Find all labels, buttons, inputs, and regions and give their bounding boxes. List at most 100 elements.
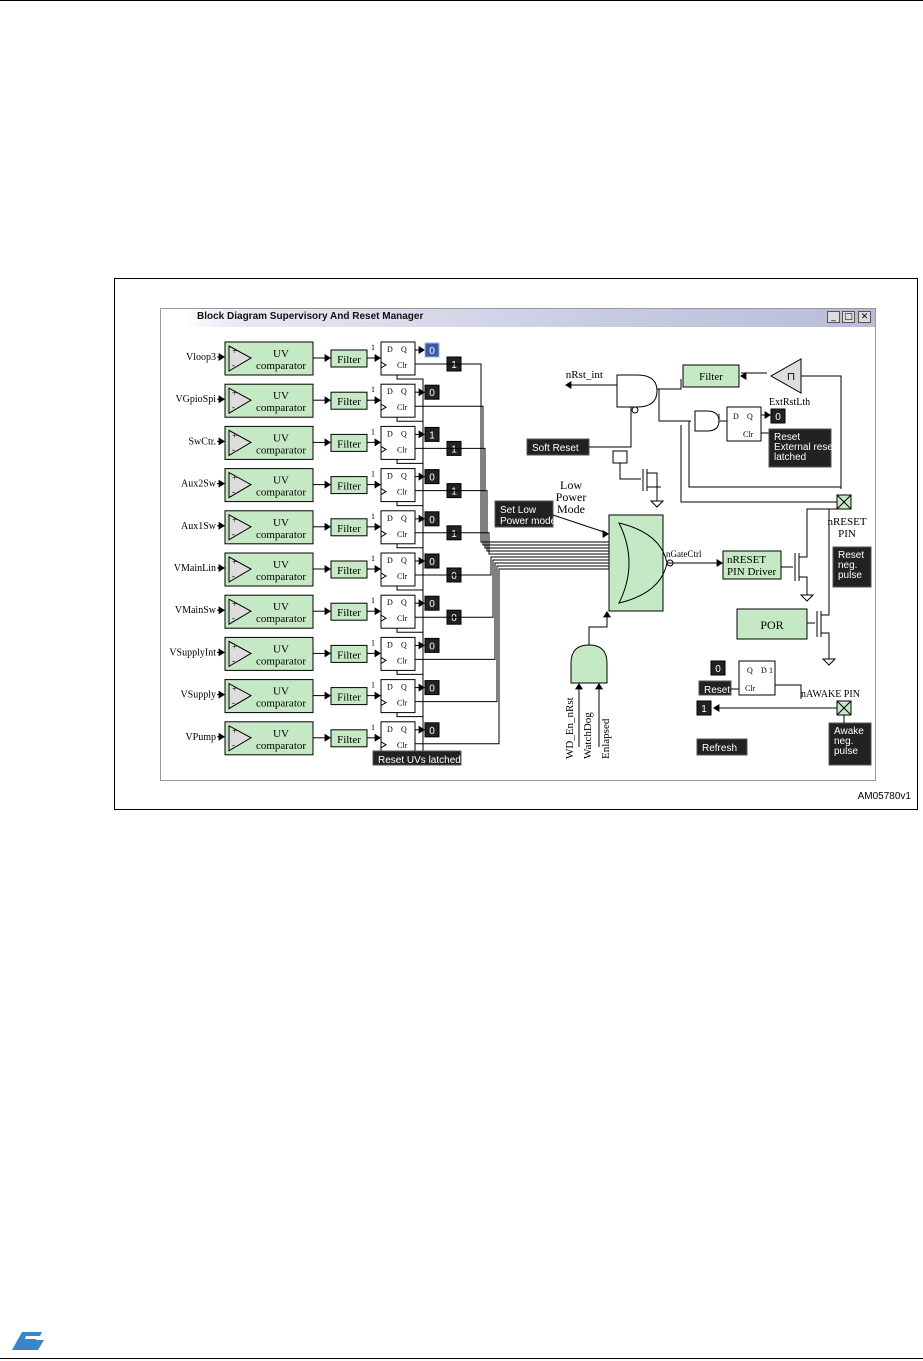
comparator-triangle-icon [228,387,253,415]
bus-wire [415,562,609,660]
nrst-int-label: nRst_int [566,369,603,381]
awake-neg-pulse-button-label[interactable]: pulse [834,746,858,757]
q-value-box [424,511,440,527]
arrow-head [374,733,381,742]
and-gate-icon [616,374,658,408]
awake-neg-pulse-button-label[interactable]: neg. [834,736,853,747]
reset-neg-pulse-button-label[interactable]: neg. [838,560,857,571]
reset-external-latched-button-label[interactable]: Reset [774,432,800,443]
bus-wire [415,447,609,549]
reset-neg-pulse-button-bg[interactable] [832,546,872,588]
reset-external-latched-button-label[interactable]: latched [774,452,806,463]
refresh-button-bg[interactable] [696,738,748,756]
latch-value-text: 1 [451,487,457,498]
bus-wire [415,556,609,576]
arrow-head [374,649,381,658]
reset-external-latched-button-label[interactable]: External reset [774,442,836,453]
flipflop-one: 1 [371,470,375,479]
clock-mark-icon [380,699,387,707]
filter-top-label: Filter [699,371,723,383]
flipflop-d: D [387,640,393,649]
minimize-button[interactable]: _ [827,311,840,323]
flipflop-block [380,636,416,671]
set-low-power-mode-button-bg[interactable] [494,500,554,528]
q-value-text: 0 [429,473,435,484]
reset-neg-pulse-button-label[interactable]: pulse [838,570,862,581]
arrow-head [218,564,225,572]
comparator-label: comparator [256,740,306,752]
set-low-power-mode-button-label[interactable]: Power mode [500,516,557,527]
arrow-head [218,479,225,488]
flipflop-clr: Clr [397,614,408,623]
comparator-triangle-icon [228,682,253,710]
awake-reset-button[interactable]: Reset [698,680,732,696]
comparator-label: UV [273,728,289,740]
comparator-minus: - [232,360,235,370]
arrow-head [324,522,331,531]
reset-external-latched-button-bg[interactable] [768,428,832,468]
awake-neg-pulse-button-label[interactable]: Awake [834,726,864,737]
comparator-label: comparator [256,571,306,583]
flipflop-block [380,721,416,756]
filter-label: Filter [337,396,361,408]
maximize-button[interactable]: □ [842,311,855,323]
arrow-head [716,559,723,567]
clock-mark-icon [380,656,387,664]
clock-mark-icon [380,445,387,453]
arrow-head [764,411,771,419]
flipflop-block [380,679,416,714]
reset-uvs-latched-button[interactable]: Reset UVs latched [372,750,462,766]
arrow-head [374,438,381,447]
soft-reset-button-label[interactable]: Soft Reset [532,443,579,454]
comparator-label: comparator [256,655,306,667]
arrow-head [374,607,381,616]
flipflop-q: Q [401,514,407,523]
reset-neg-pulse-button-label[interactable]: Reset [838,550,864,561]
latch-value-text: 0 [451,613,457,624]
soft-reset-button[interactable]: Soft Reset [526,438,590,456]
wire [799,576,808,589]
nawake-pin-label: nAWAKE PIN [801,689,860,700]
refresh-button[interactable]: Refresh [696,738,748,756]
st-logo-icon [12,1332,44,1350]
arrow-head [218,353,225,361]
reset-uvs-latched-button-label[interactable]: Reset UVs latched [378,755,461,766]
arrow-head [218,606,225,615]
comparator-minus: - [232,402,235,412]
set-low-power-mode-button-label[interactable]: Set Low [500,505,537,516]
comparator-triangle-icon [228,556,253,583]
clock-mark-icon [380,403,387,411]
arrow-head [324,565,331,573]
q-value: 0 [424,553,440,569]
wire [647,472,658,495]
comparator-plus: + [232,684,237,694]
flipflop-clr: Clr [397,741,408,750]
awake-reset-button-bg[interactable] [698,680,732,696]
close-button[interactable]: ✕ [858,311,871,323]
flipflop-q: Q [401,556,407,565]
awake-neg-pulse-button-bg[interactable] [828,722,872,766]
q-value-box [424,722,440,738]
clock-mark-icon [380,741,387,749]
channel-input-label: VGpioSpi [175,394,216,405]
awake-reset-button-label[interactable]: Reset [704,685,730,696]
flipflop-q: Q [401,725,407,734]
arrow-head [324,354,331,362]
arrow-head [218,732,225,741]
reset-uvs-latched-button-bg[interactable] [372,750,462,766]
wire [801,375,842,487]
q-value-box [424,595,440,611]
arrow-head [218,648,225,657]
refresh-button-label[interactable]: Refresh [702,743,737,754]
arrow-head [324,396,331,405]
wire [821,509,830,616]
comparator-triangle-icon [228,598,253,626]
awake-d-one: 1 [769,666,773,675]
